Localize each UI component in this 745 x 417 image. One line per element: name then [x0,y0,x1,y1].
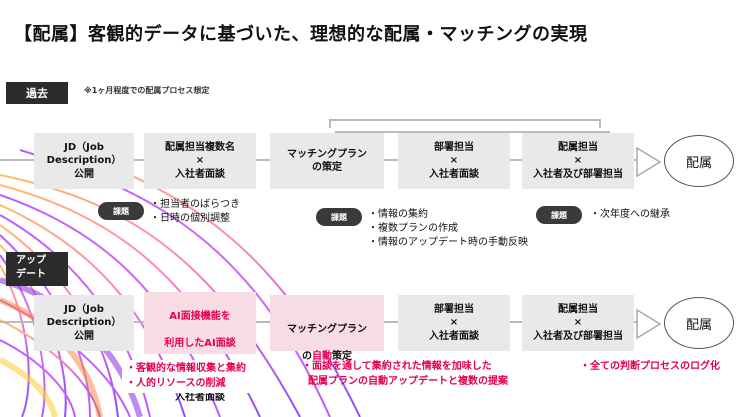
update-step-jd: JD（Job Description） 公開 [34,295,134,351]
ai-interview-line4: 入社者面談 [175,391,225,403]
issue-badge-3: 課題 [536,206,582,224]
issue-item: ・日時の個別調整 [150,213,230,224]
issue-item: ・担当者のばらつき [150,199,240,210]
update-note-2: ・面談を通して集約された情報を加味した 配属プランの自動アップデートと複数の提案 [302,360,508,389]
past-tag: 過去 [6,82,68,104]
update-step-auto-plan: マッチングプラン の自動策定 [270,295,384,362]
issue-list-2: ・情報の集約 ・複数プランの作成 ・情報のアップデート時の手動反映 [368,208,528,250]
past-end-circle: 配属 [664,135,734,187]
issue-badge-1: 課題 [98,202,144,220]
note-item: 配属プランの自動アップデートと複数の提案 [308,375,508,387]
issue-item: ・次年度への継承 [590,209,670,220]
ai-interview-line1: AI面接機能を [169,310,231,322]
past-step-jd: JD（Job Description） 公開 [34,133,134,189]
past-step-interview: 配属担当複数名 × 入社者面談 [144,133,256,189]
past-step-dept-interview: 部署担当 × 入社者面談 [398,133,510,189]
issue-badge-2: 課題 [316,208,362,226]
update-step-ai-interview: AI面接機能を 利用したAI面談 × 入社者面談 [144,292,256,403]
past-step-final: 配属担当 × 入社者及び部署担当 [522,133,634,189]
page-title: 【配属】客観的データに基づいた、理想的な配属・マッチングの実現 [14,24,588,45]
update-note-1: ・客観的な情報収集と集約 ・人的リソースの削減 [122,360,250,393]
issue-item: ・情報のアップデート時の手動反映 [368,237,528,248]
update-step-dept-interview: 部署担当 × 入社者面談 [398,295,510,351]
note-item: ・人的リソースの削減 [126,377,226,389]
issue-item: ・情報の集約 [368,209,428,220]
update-end-circle: 配属 [664,297,734,349]
issue-list-1: ・担当者のばらつき ・日時の個別調整 [150,198,240,226]
issue-list-3: ・次年度への継承 [590,208,670,222]
note-item: ・客観的な情報収集と集約 [126,363,246,374]
note-item: ・面談を通して集約された情報を加味した [302,361,492,372]
update-note-3: ・全ての判断プロセスのログ化 [580,360,720,375]
past-note: ※1ヶ月程度での配属プロセス想定 [84,86,210,95]
past-step-plan: マッチングプラン の策定 [270,133,384,189]
update-step-final: 配属担当 × 入社者及び部署担当 [522,295,634,351]
note-item: ・全ての判断プロセスのログ化 [580,361,720,372]
auto-plan-line2: の自動策定 [302,350,352,362]
update-tag-text: アップ デート [6,252,68,286]
ai-interview-line2: 利用したAI面談 [164,337,236,349]
issue-item: ・複数プランの作成 [368,223,458,234]
auto-plan-line1: マッチングプラン [287,323,367,335]
